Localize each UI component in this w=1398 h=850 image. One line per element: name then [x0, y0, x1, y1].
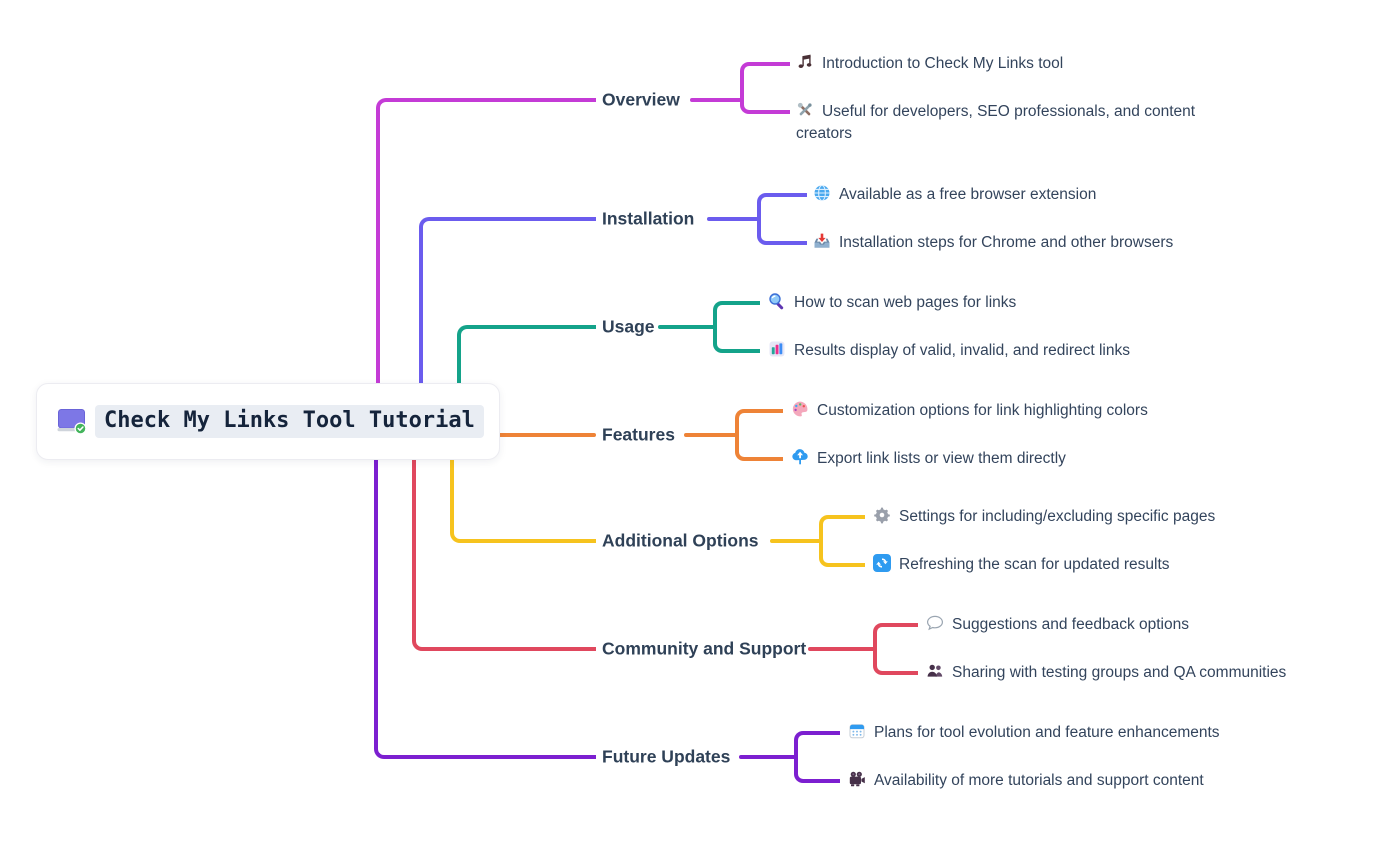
connector-additional-options: [450, 456, 596, 543]
connector-usage: [457, 325, 596, 388]
child-topic[interactable]: Introduction to Check My Links tool: [796, 53, 1063, 75]
display-with-check-icon: [57, 408, 87, 435]
child-topic-text: Sharing with testing groups and QA commu…: [952, 664, 1287, 681]
connector-future-updates-link: [739, 755, 798, 759]
child-topic[interactable]: Useful for developers, SEO professionals…: [796, 101, 1241, 145]
connector-installation-link: [707, 217, 761, 221]
branch-label-overview[interactable]: Overview: [602, 89, 680, 110]
connector-future-updates: [374, 456, 596, 759]
connector-overview-link: [690, 98, 744, 102]
connector-community-children: [873, 623, 918, 675]
child-topic-text: Installation steps for Chrome and other …: [839, 234, 1174, 251]
child-topic[interactable]: Export link lists or view them directly: [791, 448, 1066, 470]
movie-camera-icon: [848, 770, 866, 788]
child-topic-text: Results display of valid, invalid, and r…: [794, 342, 1130, 359]
inbox-tray-icon: [813, 232, 831, 250]
connector-additional-options-link: [770, 539, 823, 543]
child-topic-text: Suggestions and feedback options: [952, 616, 1189, 633]
child-topic[interactable]: Sharing with testing groups and QA commu…: [926, 662, 1286, 684]
branch-label-community[interactable]: Community and Support: [602, 638, 807, 659]
child-topic-text: Plans for tool evolution and feature enh…: [874, 724, 1220, 741]
connector-community-link: [808, 647, 877, 651]
cloud-upload-icon: [791, 448, 809, 466]
calendar-icon: [848, 722, 866, 740]
branch-label-usage[interactable]: Usage: [602, 316, 655, 337]
branch-label-future-updates[interactable]: Future Updates: [602, 746, 731, 767]
child-topic-text: Available as a free browser extension: [839, 186, 1097, 203]
child-topic[interactable]: Settings for including/excluding specifi…: [873, 506, 1215, 528]
child-topic[interactable]: Refreshing the scan for updated results: [873, 554, 1170, 576]
palette-icon: [791, 400, 809, 418]
connector-additional-options-children: [819, 515, 865, 567]
child-topic-text: Export link lists or view them directly: [817, 450, 1066, 467]
magnifying-glass-icon: [768, 292, 786, 310]
child-topic[interactable]: Plans for tool evolution and feature enh…: [848, 722, 1220, 744]
connector-features-children: [735, 409, 783, 461]
child-topic[interactable]: Results display of valid, invalid, and r…: [768, 340, 1130, 362]
child-topic-text: Settings for including/excluding specifi…: [899, 508, 1216, 525]
child-topic-text: How to scan web pages for links: [794, 294, 1017, 311]
child-topic[interactable]: Availability of more tutorials and suppo…: [848, 770, 1204, 792]
connector-features: [496, 433, 596, 437]
child-topic[interactable]: Available as a free browser extension: [813, 184, 1096, 206]
child-topic-text: Introduction to Check My Links tool: [822, 55, 1064, 72]
connector-usage-link: [658, 325, 717, 329]
connector-future-updates-children: [794, 731, 840, 783]
branch-label-additional-options[interactable]: Additional Options: [602, 530, 759, 551]
music-notes-icon: [796, 53, 814, 71]
child-topic-text: Customization options for link highlight…: [817, 402, 1148, 419]
connector-overview: [376, 98, 596, 388]
connector-overview-children: [740, 62, 790, 114]
child-topic-text: Availability of more tutorials and suppo…: [874, 772, 1204, 789]
connector-features-link: [684, 433, 739, 437]
gear-icon: [873, 506, 891, 524]
hammer-wrench-icon: [796, 101, 814, 119]
connector-installation-children: [757, 193, 807, 245]
speech-balloon-icon: [926, 614, 944, 632]
child-topic[interactable]: Installation steps for Chrome and other …: [813, 232, 1173, 254]
connector-usage-children: [713, 301, 760, 353]
connector-installation: [419, 217, 596, 388]
connector-community: [412, 456, 596, 651]
root-node-title[interactable]: Check My Links Tool Tutorial: [95, 405, 484, 438]
child-topic-text: Useful for developers, SEO professionals…: [796, 103, 1196, 142]
bar-chart-icon: [768, 340, 786, 358]
child-topic[interactable]: Customization options for link highlight…: [791, 400, 1148, 422]
globe-icon: [813, 184, 831, 202]
root-node[interactable]: Check My Links Tool Tutorial: [36, 383, 500, 460]
busts-in-silhouette-icon: [926, 662, 944, 680]
branch-label-installation[interactable]: Installation: [602, 208, 695, 229]
child-topic-text: Refreshing the scan for updated results: [899, 556, 1170, 573]
child-topic[interactable]: How to scan web pages for links: [768, 292, 1016, 314]
refresh-icon: [873, 554, 891, 572]
child-topic[interactable]: Suggestions and feedback options: [926, 614, 1189, 636]
branch-label-features[interactable]: Features: [602, 424, 675, 445]
